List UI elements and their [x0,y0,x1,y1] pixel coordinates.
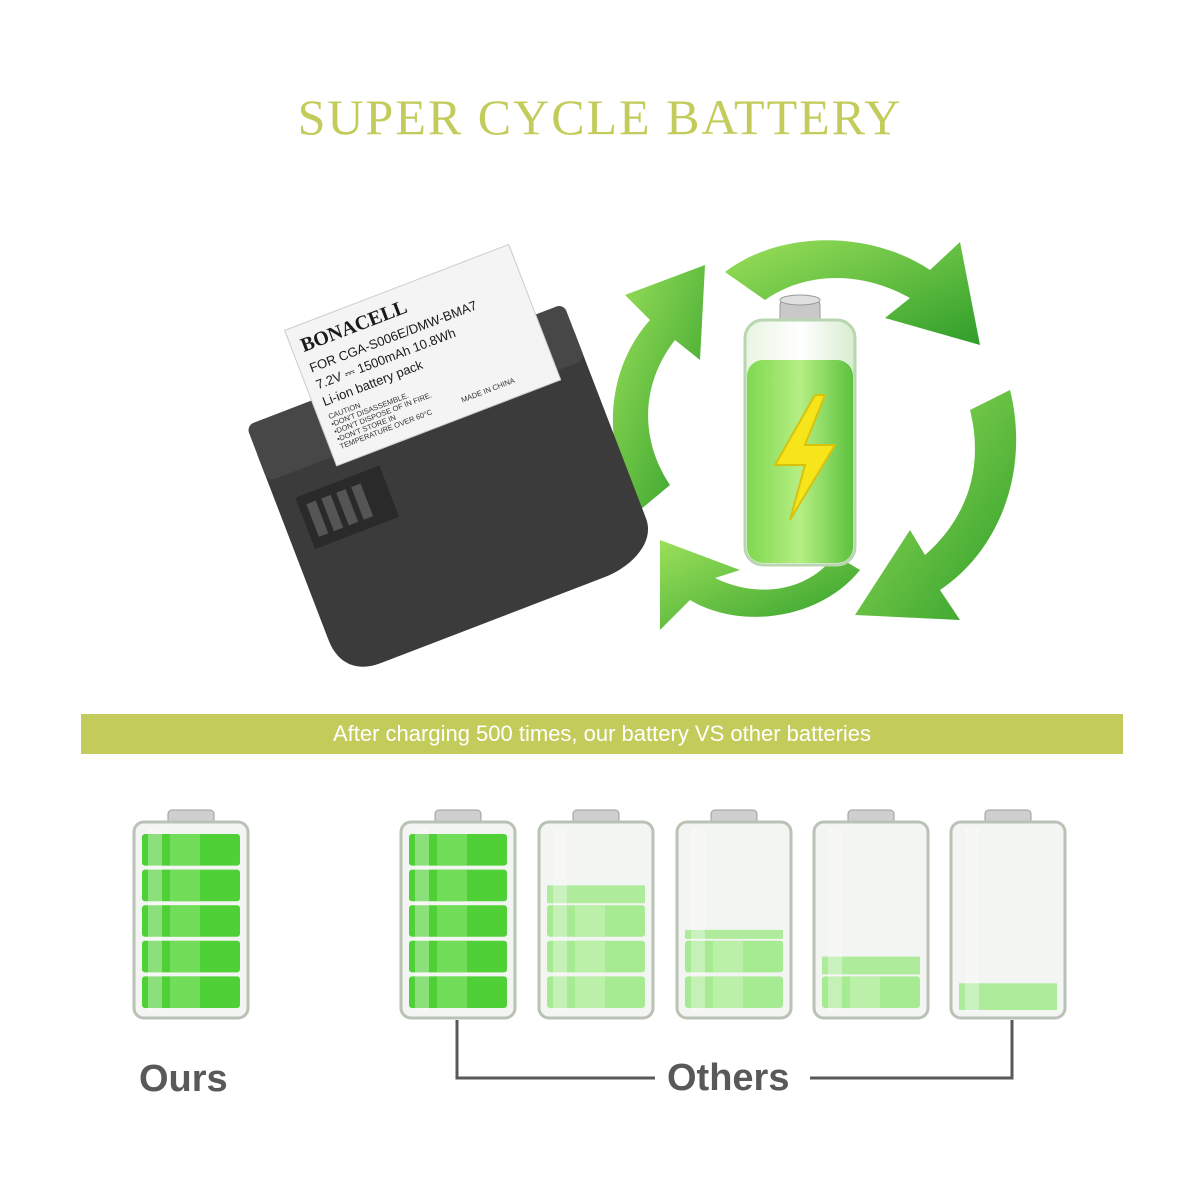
others-battery-2 [537,809,655,1020]
others-battery-1 [399,809,517,1020]
product-battery: BONACELL FOR CGA-S006E/DMW-BMA7 7.2V ⎓ 1… [248,243,648,667]
others-battery-4 [812,809,930,1020]
others-battery-5 [949,809,1067,1020]
recycle-arrows-icon [612,240,1017,630]
banner-text: After charging 500 times, our battery VS… [332,721,872,746]
others-label: Others [667,1057,790,1099]
others-bracket [455,1020,1014,1080]
hero-illustration: BONACELL FOR CGA-S006E/DMW-BMA7 7.2V ⎓ 1… [248,240,1017,667]
ours-battery [132,809,250,1020]
comparison-banner: After charging 500 times, our battery VS… [81,714,1123,754]
page-title: SUPER CYCLE BATTERY [297,89,903,145]
ours-label: Ours [139,1058,228,1100]
lightning-bolt-icon [773,394,837,521]
others-battery-3 [675,809,793,1020]
battery-charge-icon [743,294,857,567]
